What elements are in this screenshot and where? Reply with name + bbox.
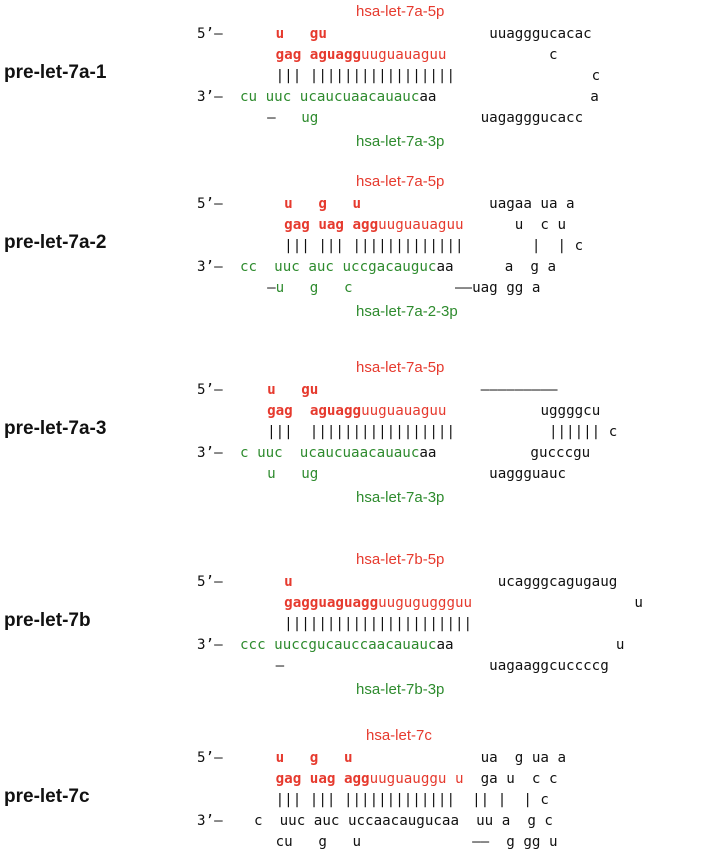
mature-5p-label: hsa-let-7b-5p [356,551,445,568]
bulge-row-5p: u gu uuagggucacac [275,26,592,42]
bulge-row-3p: –u g c ––uag gg a [250,280,541,296]
base-pair-lines: |||||||||||||||||||||| [250,616,473,632]
strand-5p: gagguaguagguuguguggguu u [284,595,643,611]
precursor-name: pre-let-7c [4,786,90,807]
bulge-row-3p: – uagaaggcuccccg [250,658,609,674]
base-pair-lines: ||| ||| ||||||||||||| | | c [250,238,584,254]
bulge-row-3p: cu g u –– g gg u [250,834,558,850]
precursor-name: pre-let-7a-1 [4,62,107,83]
three-prime-marker: 3’– [197,813,223,829]
bulge-row-5p: u gu ––––––––– [267,382,558,398]
strand-5p: gag aguagguuguauaguu c [275,47,558,63]
strand-3p: cc uuc auc uccgacaugucaa a g a [240,259,557,275]
strand-5p: gag uag agguuguauaguu u c u [284,217,567,233]
three-prime-marker: 3’– [197,445,223,461]
five-prime-marker: 5’– [197,26,223,42]
base-pair-lines: ||| ||||||||||||||||| c [250,68,601,84]
strand-3p: ccc uuccgucauccaacauaucaa u [240,637,625,653]
base-pair-lines: ||| ||||||||||||||||| |||||| c [250,424,618,440]
mature-3p-label: hsa-let-7a-3p [356,133,445,150]
strand-3p: c uuc ucaucuaacauaucaa gucccgu [240,445,591,461]
five-prime-marker: 5’– [197,750,223,766]
precursor-name: pre-let-7a-3 [4,418,107,439]
precursor-name: pre-let-7b [4,610,91,631]
three-prime-marker: 3’– [197,637,223,653]
strand-5p: gag aguagguuguauaguu uggggcu [267,403,601,419]
five-prime-marker: 5’– [197,574,223,590]
base-pair-lines: ||| ||| ||||||||||||| || | | c [250,792,549,808]
bulge-row-5p: u g u uagaa ua a [284,196,575,212]
mature-5p-label: hsa-let-7a-5p [356,173,445,190]
three-prime-marker: 3’– [197,259,223,275]
precursor-name: pre-let-7a-2 [4,232,107,253]
bulge-row-5p: u g u ua g ua a [275,750,567,766]
strand-3p: cu uuc ucaucuaacauaucaa a [240,89,599,105]
three-prime-marker: 3’– [197,89,223,105]
mature-5p-label: hsa-let-7a-5p [356,3,445,20]
five-prime-marker: 5’– [197,382,223,398]
mature-5p-label: hsa-let-7a-5p [356,359,445,376]
bulge-row-3p: – ug uagagggucacc [250,110,584,126]
bulge-row-3p: u ug uaggguauc [267,466,567,482]
bulge-row-5p: u ucagggcagugaug [284,574,618,590]
strand-5p: gag uag agguuguauggu u ga u c c [275,771,558,787]
mature-3p-label: hsa-let-7a-2-3p [356,303,458,320]
five-prime-marker: 5’– [197,196,223,212]
mature-5p-label: hsa-let-7c [366,727,432,744]
mature-3p-label: hsa-let-7b-3p [356,681,445,698]
mature-3p-label: hsa-let-7a-3p [356,489,445,506]
strand-3p: c uuc auc uccaacaugucaa uu a g c [254,813,553,829]
